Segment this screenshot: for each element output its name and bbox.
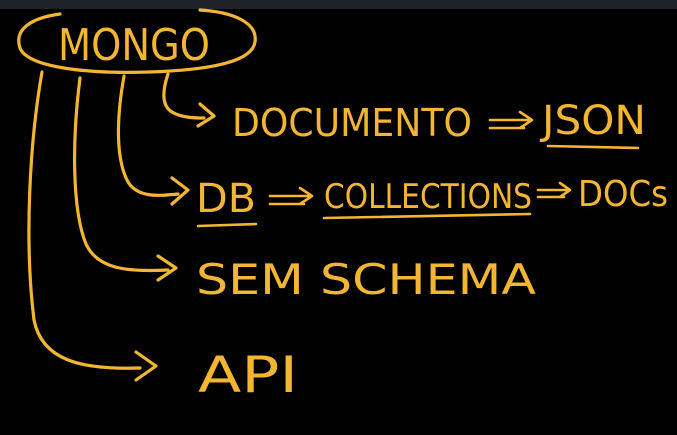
docs-label: DOCs [578, 174, 668, 215]
arrow-documento-json [488, 110, 534, 130]
arrow-db-collections [268, 186, 314, 206]
connector-db [116, 74, 180, 197]
window-top-bar [0, 0, 677, 9]
root-ellipse [17, 8, 257, 74]
collections-underline [322, 212, 532, 220]
connector-documento [162, 72, 206, 120]
arrowhead-documento [196, 102, 216, 128]
db-label: DB [196, 176, 256, 222]
arrowhead-sem-schema [156, 254, 178, 282]
connector-sem-schema [72, 76, 170, 273]
connector-api [27, 70, 142, 370]
branch-api: API [198, 346, 298, 404]
documento-label: DOCUMENTO [232, 101, 472, 145]
branch-db: DB COLLECTIONS DOCs [196, 174, 668, 228]
collections-label: COLLECTIONS [324, 177, 532, 217]
json-underline [546, 144, 640, 150]
db-underline [196, 222, 258, 228]
arrowhead-api [134, 350, 158, 382]
root-label: MONGO [58, 20, 210, 71]
json-label: JSON [539, 98, 646, 144]
sem-schema-label: SEM SCHEMA [196, 255, 536, 304]
arrowhead-db [170, 176, 190, 206]
branch-documento: DOCUMENTO JSON [232, 98, 646, 150]
arrow-collections-docs [536, 181, 572, 199]
root-node: MONGO [17, 8, 257, 74]
branch-sem-schema: SEM SCHEMA [196, 255, 536, 304]
api-label: API [198, 346, 298, 404]
